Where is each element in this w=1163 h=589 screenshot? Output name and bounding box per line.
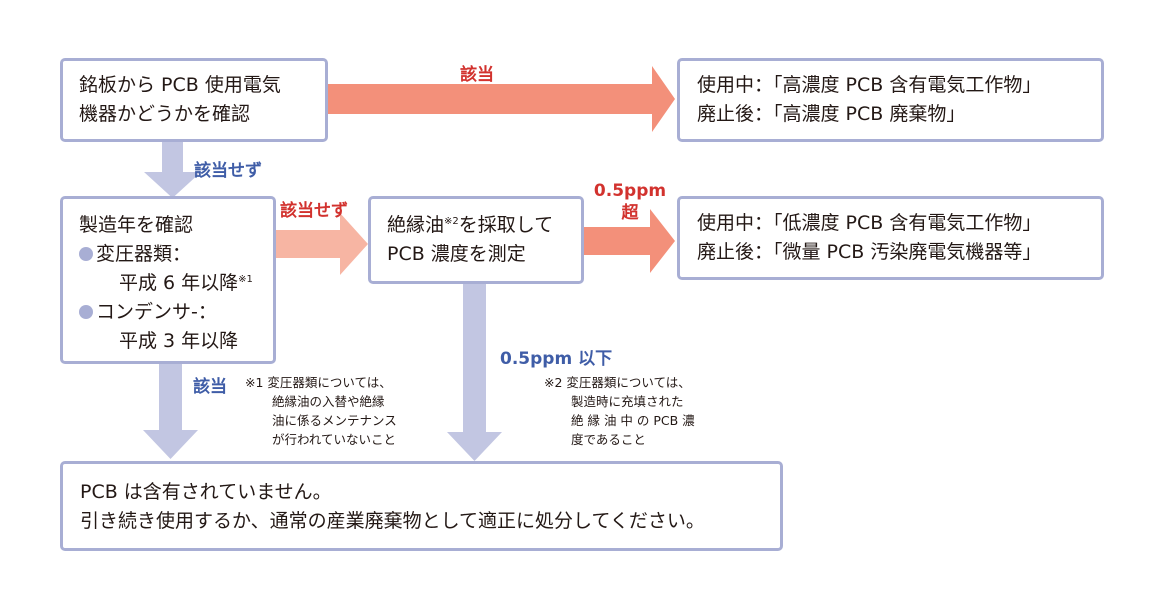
note-1-line: が行われていないこと: [272, 432, 397, 447]
no-pcb-line1: PCB は含有されていません。: [80, 481, 332, 503]
box-manufacture-year: 製造年を確認 変圧器類： 平成 6 年以降※1 コンデンサ-： 平成 3 年以降: [60, 196, 276, 364]
bullet-icon: [79, 305, 93, 319]
high-concentration-retired: 廃止後：「高濃度 PCB 廃棄物」: [697, 103, 966, 125]
transformer-label: 変圧器類：: [96, 243, 192, 265]
low-concentration-retired: 廃止後：「微量 PCB 汚染廃電気機器等」: [697, 241, 1042, 263]
capacitor-label: コンデンサ-：: [96, 301, 217, 323]
transformer-item: 変圧器類：: [79, 240, 273, 269]
label-not-applicable-down: 該当せず: [194, 161, 262, 181]
label-over-threshold: 0.5ppm 超: [590, 180, 670, 224]
note-2-line: 製造時に充填された: [571, 394, 684, 409]
note-2-line: ※2 変圧器類については、: [544, 375, 691, 390]
high-concentration-in-use: 使用中：「高濃度 PCB 含有電気工作物」: [697, 74, 1042, 96]
box-low-concentration: 使用中：「低濃度 PCB 含有電気工作物」 廃止後：「微量 PCB 汚染廃電気機…: [677, 196, 1104, 280]
sample-oil-pre: 絶縁油: [387, 214, 445, 236]
low-concentration-in-use: 使用中：「低濃度 PCB 含有電気工作物」: [697, 212, 1042, 234]
capacitor-year: 平成 3 年以降: [119, 330, 239, 352]
note-2-line: 絶 縁 油 中 の PCB 濃: [571, 413, 695, 428]
sample-oil-line2: PCB 濃度を測定: [387, 243, 526, 265]
box-sample-oil: 絶縁油※2を採取して PCB 濃度を測定: [368, 196, 584, 284]
no-pcb-line2: 引き続き使用するか、通常の産業廃棄物として適正に処分してください。: [80, 510, 705, 532]
capacitor-item: コンデンサ-：: [79, 298, 273, 327]
box-high-concentration: 使用中：「高濃度 PCB 含有電気工作物」 廃止後：「高濃度 PCB 廃棄物」: [677, 58, 1104, 142]
label-under-threshold: 0.5ppm 以下: [500, 349, 613, 369]
label-applicable-down: 該当: [193, 377, 227, 397]
arrow-under-down: [447, 283, 502, 461]
transformer-year: 平成 6 年以降※1: [79, 269, 273, 298]
box-no-pcb: PCB は含有されていません。 引き続き使用するか、通常の産業廃棄物として適正に…: [60, 461, 783, 551]
label-not-applicable-right: 該当せず: [280, 201, 348, 221]
note1-mark: ※1: [238, 274, 253, 285]
note-1-line: ※1 変圧器類については、: [245, 375, 392, 390]
label-applicable-top: 該当: [460, 65, 494, 85]
note-1: ※1 変圧器類については、 絶縁油の入替や絶縁 油に係るメンテナンス が行われて…: [245, 373, 397, 449]
arrow-applicable-down: [143, 363, 198, 459]
over-threshold-suffix: 超: [621, 203, 639, 223]
arrow-applicable-to-high: [327, 66, 675, 132]
manufacture-year-title: 製造年を確認: [79, 214, 194, 236]
note2-mark: ※2: [444, 216, 459, 227]
check-nameplate-line1: 銘板から PCB 使用電気: [79, 74, 281, 96]
note-1-line: 絶縁油の入替や絶縁: [272, 394, 385, 409]
check-nameplate-line2: 機器かどうかを確認: [79, 103, 251, 125]
note-2: ※2 変圧器類については、 製造時に充填された 絶 縁 油 中 の PCB 濃 …: [544, 373, 695, 449]
sample-oil-post: を採取して: [458, 214, 554, 236]
sample-oil-line1: 絶縁油※2を採取して: [387, 211, 581, 240]
arrow-not-applicable-down: [144, 140, 201, 198]
note-1-line: 油に係るメンテナンス: [272, 413, 397, 428]
arrow-over-to-low: [584, 209, 675, 273]
arrow-not-applicable-right: [275, 213, 368, 275]
bullet-icon: [79, 247, 93, 261]
transformer-year-value: 平成 6 年以降: [119, 272, 239, 294]
box-check-nameplate: 銘板から PCB 使用電気 機器かどうかを確認: [60, 58, 328, 142]
note-2-line: 度であること: [571, 432, 646, 447]
over-threshold-value: 0.5ppm: [593, 181, 667, 201]
